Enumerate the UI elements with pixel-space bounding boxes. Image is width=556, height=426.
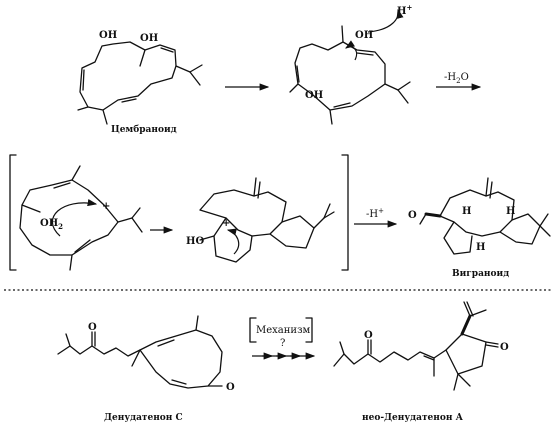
stereo-h-1: H [462,206,471,217]
neo-denudatenone-a-structure: O O нео-Денудатенон А [333,301,509,423]
ketone-oxygen-2: O [88,322,97,333]
bracketed-intermediates: OH2 + HO + [9,154,349,271]
ketone-oxygen-4: O [364,330,373,341]
hydroxyl-label-2: OH [140,33,158,44]
tricyclic-cation: HO + [186,177,335,263]
ketone-oxygen-3: O [226,382,235,393]
hydroxyl-label-3: OH [355,30,373,41]
denudatenone-c-structure: O O Денудатенон С [57,315,235,423]
proton-loss-label: -H+ [366,207,384,220]
curved-arrow-protonation [367,8,404,33]
curved-arrow-ionization [345,40,358,61]
vigranoid-label: Виграноид [452,269,509,279]
protonated-intermediate: OH OH H+ [289,3,412,125]
cation-charge: + [102,201,110,212]
curved-arrow-cyclization [51,199,98,237]
hydroxyl-label-4: OH [305,90,323,101]
stereo-h-3: H [506,206,515,217]
curved-arrow-ring-closure [226,228,240,255]
ketone-oxygen-5: O [500,342,509,353]
mechanism-question: ? [280,338,285,349]
mechanism-step: Механизм ? [249,317,316,360]
cation-intermediate: OH2 + [19,165,143,271]
neo-denudatenone-a-label: нео-Денудатенон А [362,413,464,423]
mechanism-label: Механизм [256,325,311,336]
water-loss-label: -H2O [444,72,469,85]
proton-label: H+ [397,3,412,17]
vigranoid-structure: O H H H Виграноид [408,177,551,279]
hydroxyl-label-5: HO [186,236,204,247]
ketone-oxygen-1: O [408,210,417,221]
cembranoid-structure: OH OH Цембраноид [77,30,203,135]
oxonium-label: OH2 [40,218,63,231]
stereo-h-2: H [476,242,485,253]
denudatenone-c-label: Денудатенон С [104,413,183,423]
hydroxyl-label-1: OH [99,30,117,41]
cembranoid-label: Цембраноид [111,124,177,135]
tricyclic-charge: + [222,218,230,229]
